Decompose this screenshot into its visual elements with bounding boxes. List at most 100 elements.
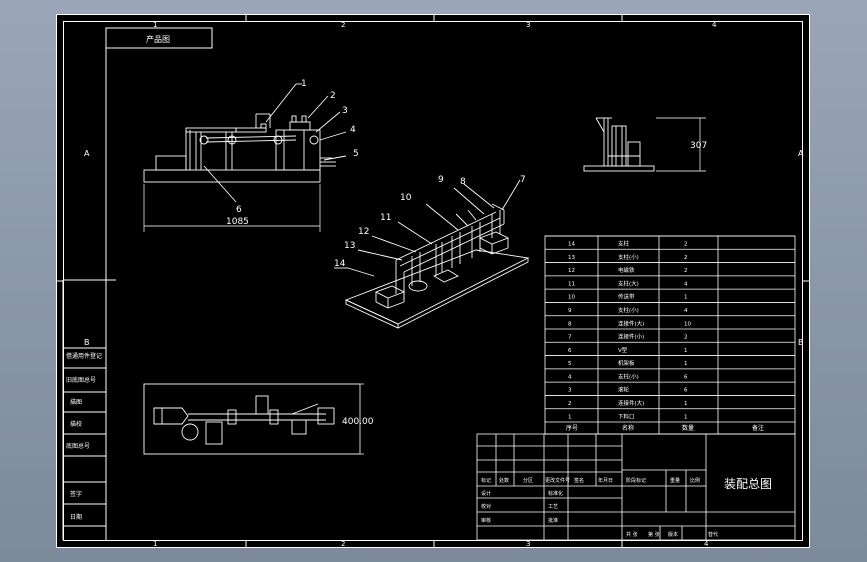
tb-sheet-label-1: 共 张	[626, 531, 638, 538]
parts-cell-qty: 10	[684, 321, 691, 327]
tb-mid-label-1: 标准化	[548, 490, 563, 497]
tb-sheet-label-2: 第 张	[648, 531, 660, 538]
zone-bottom-1: 1	[153, 540, 157, 548]
corner-box	[105, 27, 213, 49]
parts-cell-qty: 1	[684, 348, 688, 354]
parts-cell-name: 支柱	[618, 240, 630, 248]
strip-label-7: 日期	[70, 513, 82, 521]
parts-cell-no: 1	[568, 414, 572, 420]
parts-cell-qty: 1	[684, 414, 688, 420]
tb-sheet-label-4: 替代	[708, 531, 718, 538]
drawing-canvas: 1 2 3 4 1 2 3 4 A B A B 产品图 借通用件登记 旧底图总号…	[56, 14, 810, 548]
iso-leader-14: 14	[334, 259, 346, 269]
strip-label-5: 底图总号	[66, 442, 90, 450]
parts-cell-name: 支柱(大)	[618, 279, 639, 287]
inner-frame	[63, 21, 803, 541]
parts-cell-no: 3	[568, 388, 572, 394]
front-leader-3: 3	[342, 106, 348, 116]
zone-top-1: 1	[153, 21, 157, 29]
side-dimension: 307	[690, 141, 707, 151]
parts-list-grid	[544, 235, 796, 435]
tb-stage-label-2: 重量	[670, 477, 680, 484]
corner-box-label: 产品图	[146, 34, 170, 44]
zone-right-b: B	[798, 338, 804, 347]
tb-mid-label-3: 批准	[548, 517, 558, 524]
iso-view	[334, 179, 530, 329]
tb-row-label-6: 年月日	[598, 477, 613, 484]
parts-cell-name: 滚轮	[618, 386, 630, 394]
top-view	[143, 383, 364, 455]
parts-header-no: 序号	[566, 424, 578, 432]
front-leader-6: 6	[236, 205, 242, 215]
parts-cell-qty: 4	[684, 281, 688, 287]
iso-leader-12: 12	[358, 227, 369, 237]
strip-label-1: 借通用件登记	[66, 352, 102, 360]
front-dimension: 1085	[226, 217, 249, 227]
zone-left-a: A	[84, 149, 90, 158]
side-view	[583, 117, 706, 172]
title-block-grid	[476, 433, 796, 541]
parts-cell-qty: 2	[684, 242, 688, 248]
parts-cell-name: 机架板	[618, 359, 635, 367]
parts-header-note: 备注	[752, 424, 764, 432]
parts-cell-no: 10	[568, 295, 575, 301]
zone-top-2: 2	[341, 21, 345, 29]
parts-cell-no: 6	[568, 348, 572, 354]
tb-left-label-1: 设计	[481, 490, 491, 497]
zone-top-4: 4	[712, 21, 717, 29]
zone-bottom-3: 3	[526, 540, 530, 548]
iso-leader-7: 7	[520, 175, 526, 185]
parts-cell-no: 13	[568, 255, 575, 261]
tb-stage-label-3: 比例	[690, 477, 700, 484]
parts-cell-qty: 2	[684, 255, 688, 261]
tb-sheet-label-3: 版本	[668, 531, 678, 538]
parts-list-row-lines	[545, 235, 795, 423]
parts-cell-no: 12	[568, 268, 575, 274]
parts-list-row: 7 连接件(小) 2	[568, 333, 688, 341]
parts-cell-no: 5	[568, 361, 572, 367]
tb-left-label-3: 审核	[481, 517, 491, 524]
front-leader-1: 1	[301, 79, 307, 89]
tb-left-label-2: 校对	[481, 503, 491, 510]
parts-cell-qty: 1	[684, 401, 688, 407]
strip-label-3: 描图	[70, 398, 82, 406]
parts-cell-no: 7	[568, 335, 572, 341]
parts-cell-qty: 6	[684, 388, 688, 394]
tb-row-label-3: 分区	[523, 477, 533, 484]
zone-bottom-4: 4	[704, 540, 709, 548]
parts-list-row: 3 滚轮 6	[568, 386, 688, 394]
parts-cell-qty: 2	[684, 268, 688, 274]
tb-stage-label-1: 阶段标记	[626, 477, 646, 484]
parts-cell-qty: 2	[684, 335, 688, 341]
zone-left-b: B	[84, 338, 90, 347]
tb-row-label-5: 签名	[574, 477, 584, 484]
parts-cell-name: 支柱(小)	[618, 306, 639, 314]
parts-cell-no: 8	[568, 321, 572, 327]
top-dimension: 400.00	[342, 417, 374, 427]
iso-leader-8: 8	[460, 177, 466, 187]
zone-right-a: A	[798, 149, 804, 158]
front-leader-4: 4	[350, 125, 356, 135]
zone-top-3: 3	[526, 21, 530, 29]
parts-cell-no: 4	[568, 374, 572, 380]
tb-row-label-1: 标记	[481, 477, 491, 484]
strip-label-2: 旧底图总号	[66, 376, 96, 384]
parts-cell-name: 连接件(小)	[618, 333, 644, 341]
tb-mid-label-2: 工艺	[548, 504, 558, 510]
parts-cell-qty: 1	[684, 295, 688, 301]
parts-cell-name: 连接件(大)	[618, 399, 644, 407]
iso-leader-11: 11	[380, 213, 391, 223]
parts-cell-name: 下料口	[618, 412, 635, 420]
tb-row-label-4: 更改文件号	[545, 477, 570, 484]
drawing-sheet: 1 2 3 4 1 2 3 4 A B A B 产品图 借通用件登记 旧底图总号…	[56, 14, 810, 548]
iso-leader-13: 13	[344, 241, 355, 251]
